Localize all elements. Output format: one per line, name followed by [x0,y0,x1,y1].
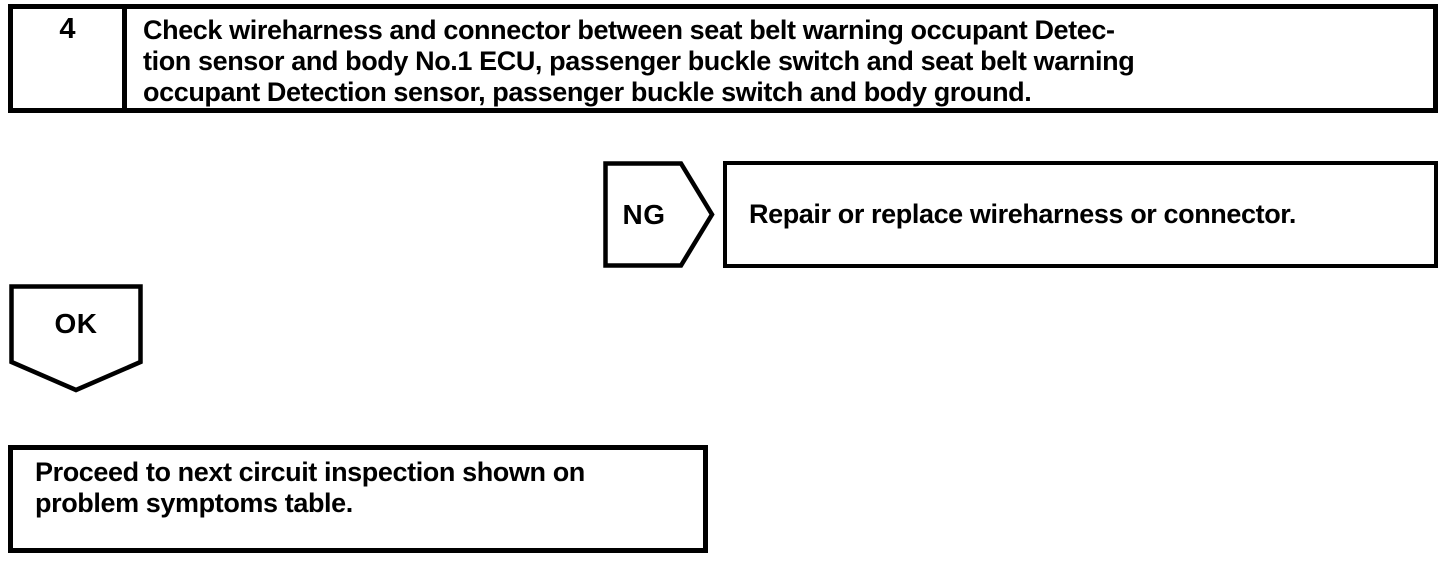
ok-pentagon-icon [9,284,143,393]
ng-action-box: Repair or replace wireharness or connect… [723,161,1438,268]
ng-label: NG [622,198,666,230]
ng-action-text: Repair or replace wireharness or connect… [749,199,1297,229]
step-number-cell: 4 [13,9,127,108]
step-instruction-text: Check wireharness and connector between … [143,15,1135,107]
step-instruction-box: 4 Check wireharness and connector betwee… [8,4,1438,113]
ok-action-text: Proceed to next circuit inspection shown… [35,457,585,518]
ng-connector: NG [603,161,715,268]
ok-action-box: Proceed to next circuit inspection shown… [8,445,708,553]
ok-connector: OK [9,284,143,394]
ok-label: OK [54,308,98,339]
ng-pentagon-icon [603,161,715,268]
step-number: 4 [59,13,76,45]
